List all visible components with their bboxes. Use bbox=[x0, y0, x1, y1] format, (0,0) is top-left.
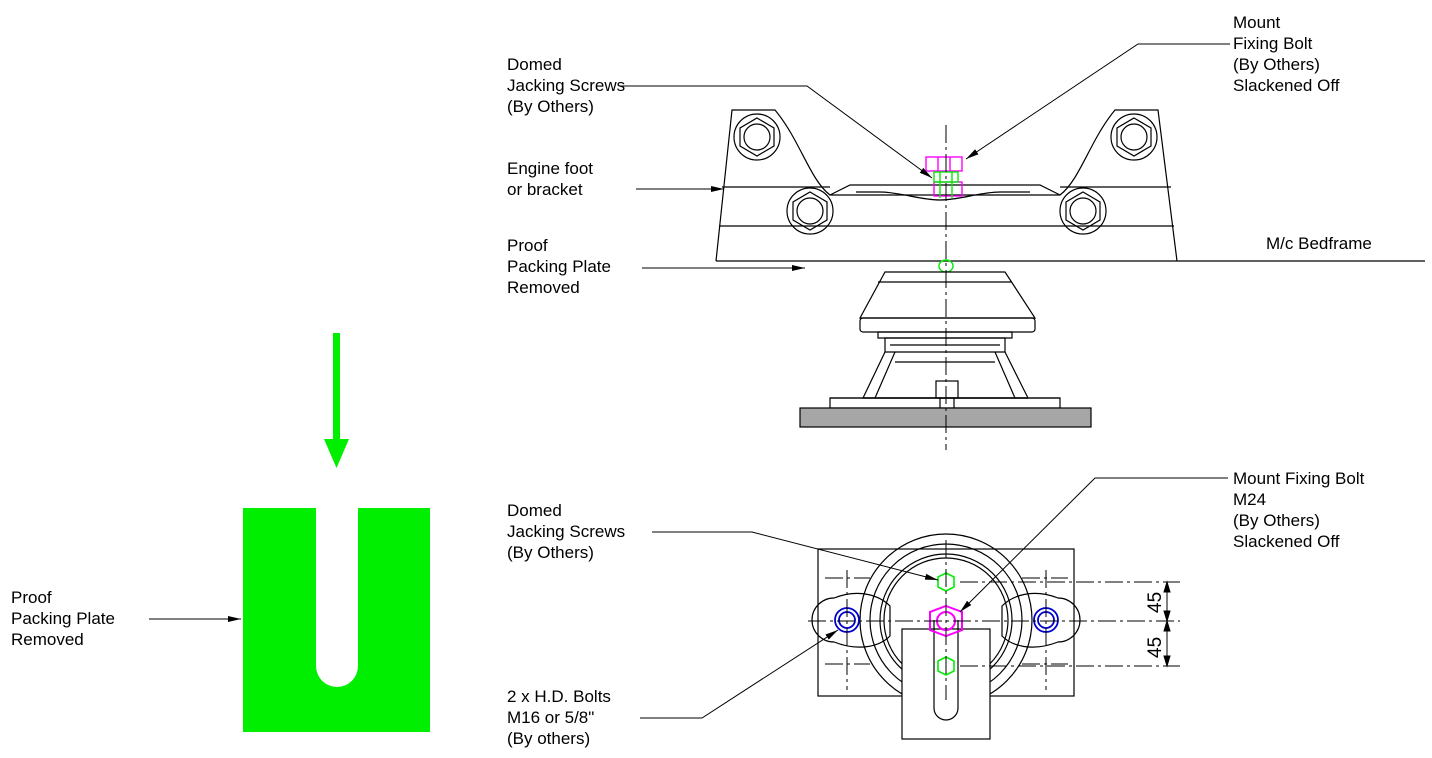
bedframe-label: M/c Bedframe bbox=[1266, 234, 1372, 253]
bracket-bolt-top-right bbox=[1110, 113, 1158, 161]
dimension-lower-value: 45 bbox=[1145, 637, 1166, 658]
top-fixing-bolt-head bbox=[925, 156, 963, 197]
engine-bracket bbox=[715, 109, 1178, 262]
plan-lower-tab bbox=[901, 628, 991, 740]
anti-vibration-mount bbox=[829, 271, 1061, 409]
top-fixing-bolt-leader bbox=[965, 43, 1230, 160]
bottom-jacking-leader bbox=[652, 531, 939, 581]
bracket-bolt-bottom-left bbox=[786, 187, 834, 235]
plan-centre-lines bbox=[808, 540, 1180, 700]
dimension-45-45 bbox=[1163, 580, 1171, 668]
bottom-fixing-bolt-leader bbox=[959, 477, 1228, 613]
bracket-bolt-bottom-right bbox=[1059, 187, 1107, 235]
proof-packing-plate-shape bbox=[243, 508, 430, 732]
bracket-bolt-top-left bbox=[733, 113, 781, 161]
top-jacking-screw bbox=[933, 171, 959, 273]
hd-bolts-leader bbox=[640, 629, 839, 719]
top-jacking-leader bbox=[620, 85, 933, 179]
dimension-upper-value: 45 bbox=[1145, 592, 1166, 613]
green-down-arrow bbox=[324, 333, 349, 468]
